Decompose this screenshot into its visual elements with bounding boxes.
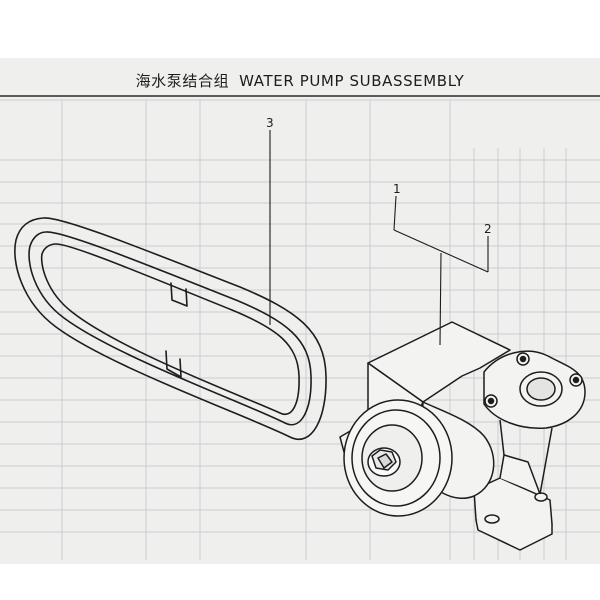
water-pump (339, 321, 586, 551)
v-belt (14, 217, 327, 440)
background-table-grid (0, 99, 600, 560)
callout-1: 1 (393, 182, 401, 196)
callout-3: 3 (266, 116, 274, 130)
callout-leaders (269, 130, 489, 346)
title-chinese: 海水泵结合组 (135, 72, 230, 90)
page-title: 海水泵结合组 WATER PUMP SUBASSEMBLY (0, 70, 600, 91)
title-english: WATER PUMP SUBASSEMBLY (239, 72, 465, 90)
callout-2: 2 (484, 222, 492, 236)
